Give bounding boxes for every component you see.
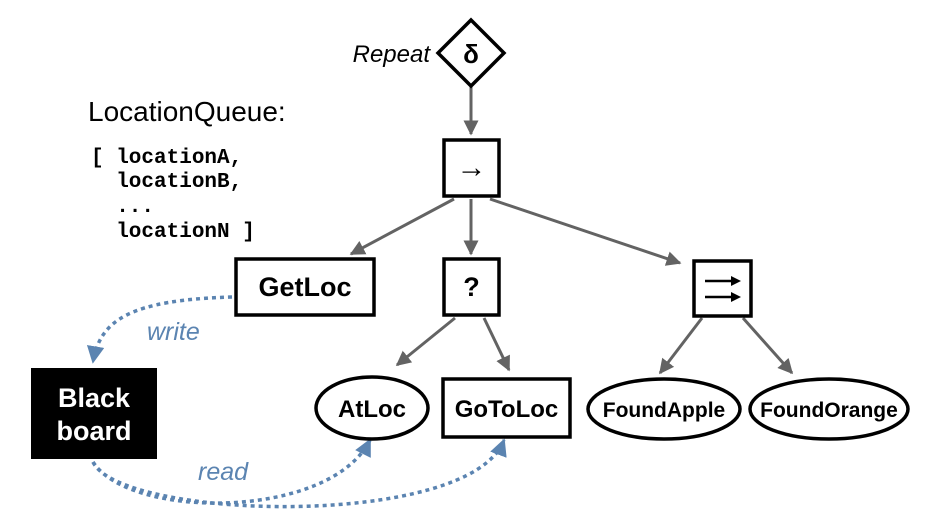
queue-line: locationN ] — [91, 221, 255, 244]
repeat-decorator-node: δ — [435, 17, 507, 89]
atloc-label: AtLoc — [338, 396, 406, 423]
sequence-node: → — [442, 138, 501, 198]
edge-parallel-to-foundorange — [741, 317, 794, 375]
queue-line: [ locationA, — [91, 147, 242, 170]
atloc-node: AtLoc — [314, 375, 430, 441]
repeat-label: Repeat — [353, 41, 432, 68]
fallback-symbol: ? — [463, 272, 480, 302]
sequence-arrow-icon: → — [457, 151, 487, 184]
blackboard-label-line2: board — [56, 416, 131, 446]
getloc-label: GetLoc — [258, 272, 351, 302]
delta-symbol: δ — [463, 39, 479, 69]
getloc-node: GetLoc — [234, 257, 376, 317]
edge-sequence-to-parallel — [489, 197, 682, 266]
edge-sequence-to-getloc — [349, 197, 455, 256]
write-link — [86, 295, 233, 364]
write-label: write — [147, 318, 200, 346]
edge-parallel-to-foundapple — [658, 317, 704, 375]
fallback-node: ? — [442, 257, 501, 317]
read-label: read — [198, 458, 249, 486]
foundorange-node: FoundOrange — [748, 377, 910, 441]
queue-title: LocationQueue: — [88, 96, 286, 127]
queue-line: locationB, — [91, 171, 242, 194]
edge-fallback-to-gotoloc — [482, 317, 511, 372]
foundapple-label: FoundApple — [603, 399, 725, 422]
blackboard-label-line1: Black — [58, 383, 131, 413]
queue-line: ... — [91, 196, 154, 219]
read-link-gotoloc — [91, 438, 507, 509]
edge-fallback-to-atloc — [395, 316, 456, 367]
foundorange-label: FoundOrange — [760, 399, 898, 422]
parallel-arrows-icon — [705, 276, 741, 302]
parallel-node — [692, 259, 753, 318]
blackboard-node: Black board — [31, 368, 157, 459]
gotoloc-node: GoToLoc — [441, 377, 572, 439]
queue-list: [ locationA, locationB, ... locationN ] — [91, 147, 255, 244]
gotoloc-label: GoToLoc — [455, 396, 559, 423]
foundapple-node: FoundApple — [586, 377, 742, 441]
